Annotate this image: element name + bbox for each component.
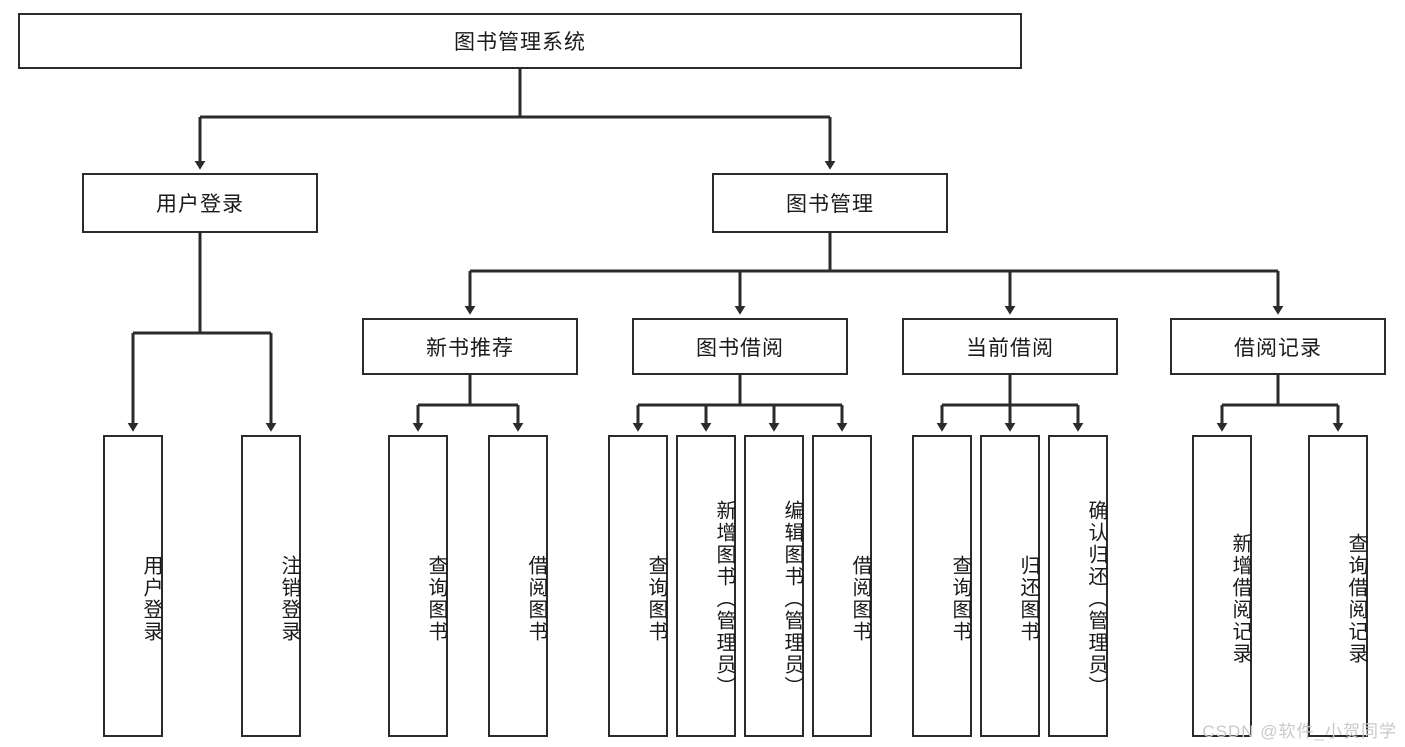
node-new-book-recommend-label: 新书推荐: [426, 336, 514, 360]
node-current-borrow-label: 当前借阅: [966, 336, 1054, 360]
node-borrow-record[interactable]: 借阅记录: [1170, 318, 1386, 375]
leaf-current-borrow-return-label: 归还图书: [1017, 555, 1039, 643]
leaf-current-borrow-confirm-label: 确认归还（管理员）: [1085, 500, 1107, 698]
node-root[interactable]: 图书管理系统: [18, 13, 1022, 69]
leaf-new-book-query[interactable]: 查询图书: [388, 435, 448, 737]
leaf-current-borrow-return[interactable]: 归还图书: [980, 435, 1040, 737]
leaf-new-book-query-label: 查询图书: [425, 555, 447, 643]
leaf-book-borrow-edit-label: 编辑图书（管理员）: [781, 500, 803, 698]
leaf-user-login-signin[interactable]: 用户登录: [103, 435, 163, 737]
leaf-current-borrow-confirm[interactable]: 确认归还（管理员）: [1048, 435, 1108, 737]
node-book-management-label: 图书管理: [786, 193, 874, 216]
node-book-borrow[interactable]: 图书借阅: [632, 318, 848, 375]
leaf-borrow-record-add[interactable]: 新增借阅记录: [1192, 435, 1252, 737]
leaf-borrow-record-query-label: 查询借阅记录: [1345, 533, 1367, 665]
node-new-book-recommend[interactable]: 新书推荐: [362, 318, 578, 375]
leaf-current-borrow-query-label: 查询图书: [949, 555, 971, 643]
leaf-book-borrow-lend[interactable]: 借阅图书: [812, 435, 872, 737]
node-borrow-record-label: 借阅记录: [1234, 336, 1322, 360]
leaf-book-borrow-edit[interactable]: 编辑图书（管理员）: [744, 435, 804, 737]
leaf-borrow-record-query[interactable]: 查询借阅记录: [1308, 435, 1368, 737]
leaf-user-login-signout[interactable]: 注销登录: [241, 435, 301, 737]
leaf-new-book-borrow-label: 借阅图书: [525, 555, 547, 643]
node-book-management[interactable]: 图书管理: [712, 173, 948, 233]
leaf-new-book-borrow[interactable]: 借阅图书: [488, 435, 548, 737]
node-current-borrow[interactable]: 当前借阅: [902, 318, 1118, 375]
leaf-book-borrow-lend-label: 借阅图书: [849, 555, 871, 643]
node-user-login-label: 用户登录: [156, 193, 244, 216]
leaf-borrow-record-add-label: 新增借阅记录: [1229, 533, 1251, 665]
node-root-label: 图书管理系统: [454, 31, 586, 54]
leaf-current-borrow-query[interactable]: 查询图书: [912, 435, 972, 737]
leaf-book-borrow-query[interactable]: 查询图书: [608, 435, 668, 737]
leaf-book-borrow-query-label: 查询图书: [645, 555, 667, 643]
leaf-book-borrow-add[interactable]: 新增图书（管理员）: [676, 435, 736, 737]
leaf-user-login-signout-label: 注销登录: [278, 555, 300, 643]
leaf-book-borrow-add-label: 新增图书（管理员）: [713, 500, 735, 698]
leaf-user-login-signin-label: 用户登录: [140, 555, 162, 643]
node-user-login[interactable]: 用户登录: [82, 173, 318, 233]
node-book-borrow-label: 图书借阅: [696, 336, 784, 360]
